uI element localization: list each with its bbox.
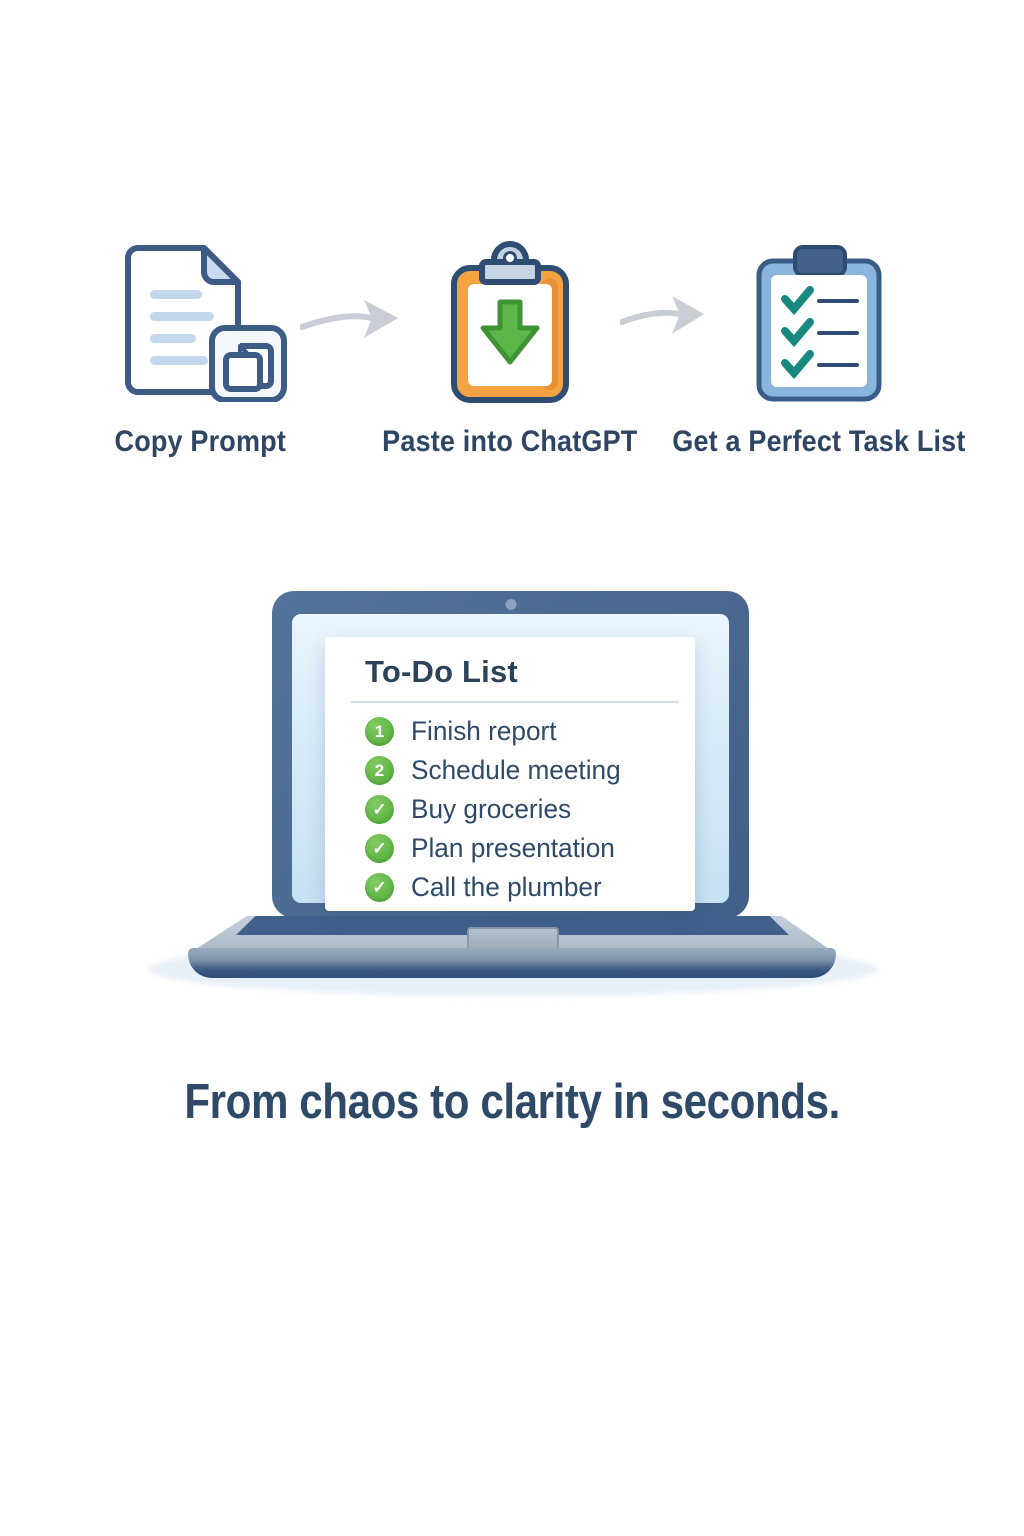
todo-item-text: Finish report: [411, 716, 557, 746]
step-label-copy-prompt: Copy Prompt: [114, 425, 286, 458]
todo-item-text: Plan presentation: [411, 833, 615, 863]
tagline-text: From chaos to clarity in seconds.: [184, 1075, 840, 1129]
copy-badge-icon: [208, 325, 287, 402]
clipboard-paste-icon-svg: [451, 241, 569, 403]
webcam-icon: [505, 599, 516, 610]
check-bullet-icon: ✓: [365, 795, 394, 824]
number-bullet-icon: 2: [365, 756, 394, 785]
document-copy-icon: [108, 233, 293, 411]
todo-item: ✓ Buy groceries: [365, 790, 681, 829]
number-bullet-icon: 1: [365, 717, 394, 746]
todo-item: ✓ Plan presentation: [365, 829, 681, 868]
laptop-keyboard: [236, 916, 789, 935]
checklist-clipboard-icon-svg: [756, 245, 882, 402]
right-arrow-icon: [619, 290, 708, 347]
step-label-paste-chatgpt: Paste into ChatGPT: [382, 425, 638, 458]
tagline: From chaos to clarity in seconds.: [0, 1074, 1024, 1130]
laptop-base-front: [188, 948, 836, 978]
document-copy-icon-svg: [124, 245, 287, 402]
check-bullet-icon: ✓: [365, 834, 394, 863]
step-paste-chatgpt: Paste into ChatGPT: [370, 233, 650, 459]
todo-item: 1 Finish report: [365, 712, 681, 751]
paste-down-arrow-icon: [480, 299, 540, 365]
right-arrow-icon: [299, 293, 402, 350]
step-task-list: Get a Perfect Task List: [672, 233, 965, 459]
todo-item: 2 Schedule meeting: [365, 751, 681, 790]
todo-item: ✓ Call the plumber: [365, 868, 681, 907]
todo-item-text: Buy groceries: [411, 794, 572, 824]
step-label-task-list: Get a Perfect Task List: [672, 425, 966, 458]
clipboard-paste-icon: [430, 233, 590, 411]
checklist-clipboard-icon: [741, 233, 897, 411]
divider: [351, 701, 679, 703]
todo-card: To-Do List 1 Finish report 2 Schedule me…: [325, 637, 695, 911]
todo-list: 1 Finish report 2 Schedule meeting ✓ Buy…: [365, 712, 681, 907]
check-bullet-icon: ✓: [365, 873, 394, 902]
todo-item-text: Schedule meeting: [411, 755, 621, 785]
todo-title: To-Do List: [365, 654, 518, 689]
laptop-trackpad: [467, 927, 559, 950]
step-copy-prompt: Copy Prompt: [60, 233, 340, 459]
todo-item-text: Call the plumber: [411, 872, 602, 902]
